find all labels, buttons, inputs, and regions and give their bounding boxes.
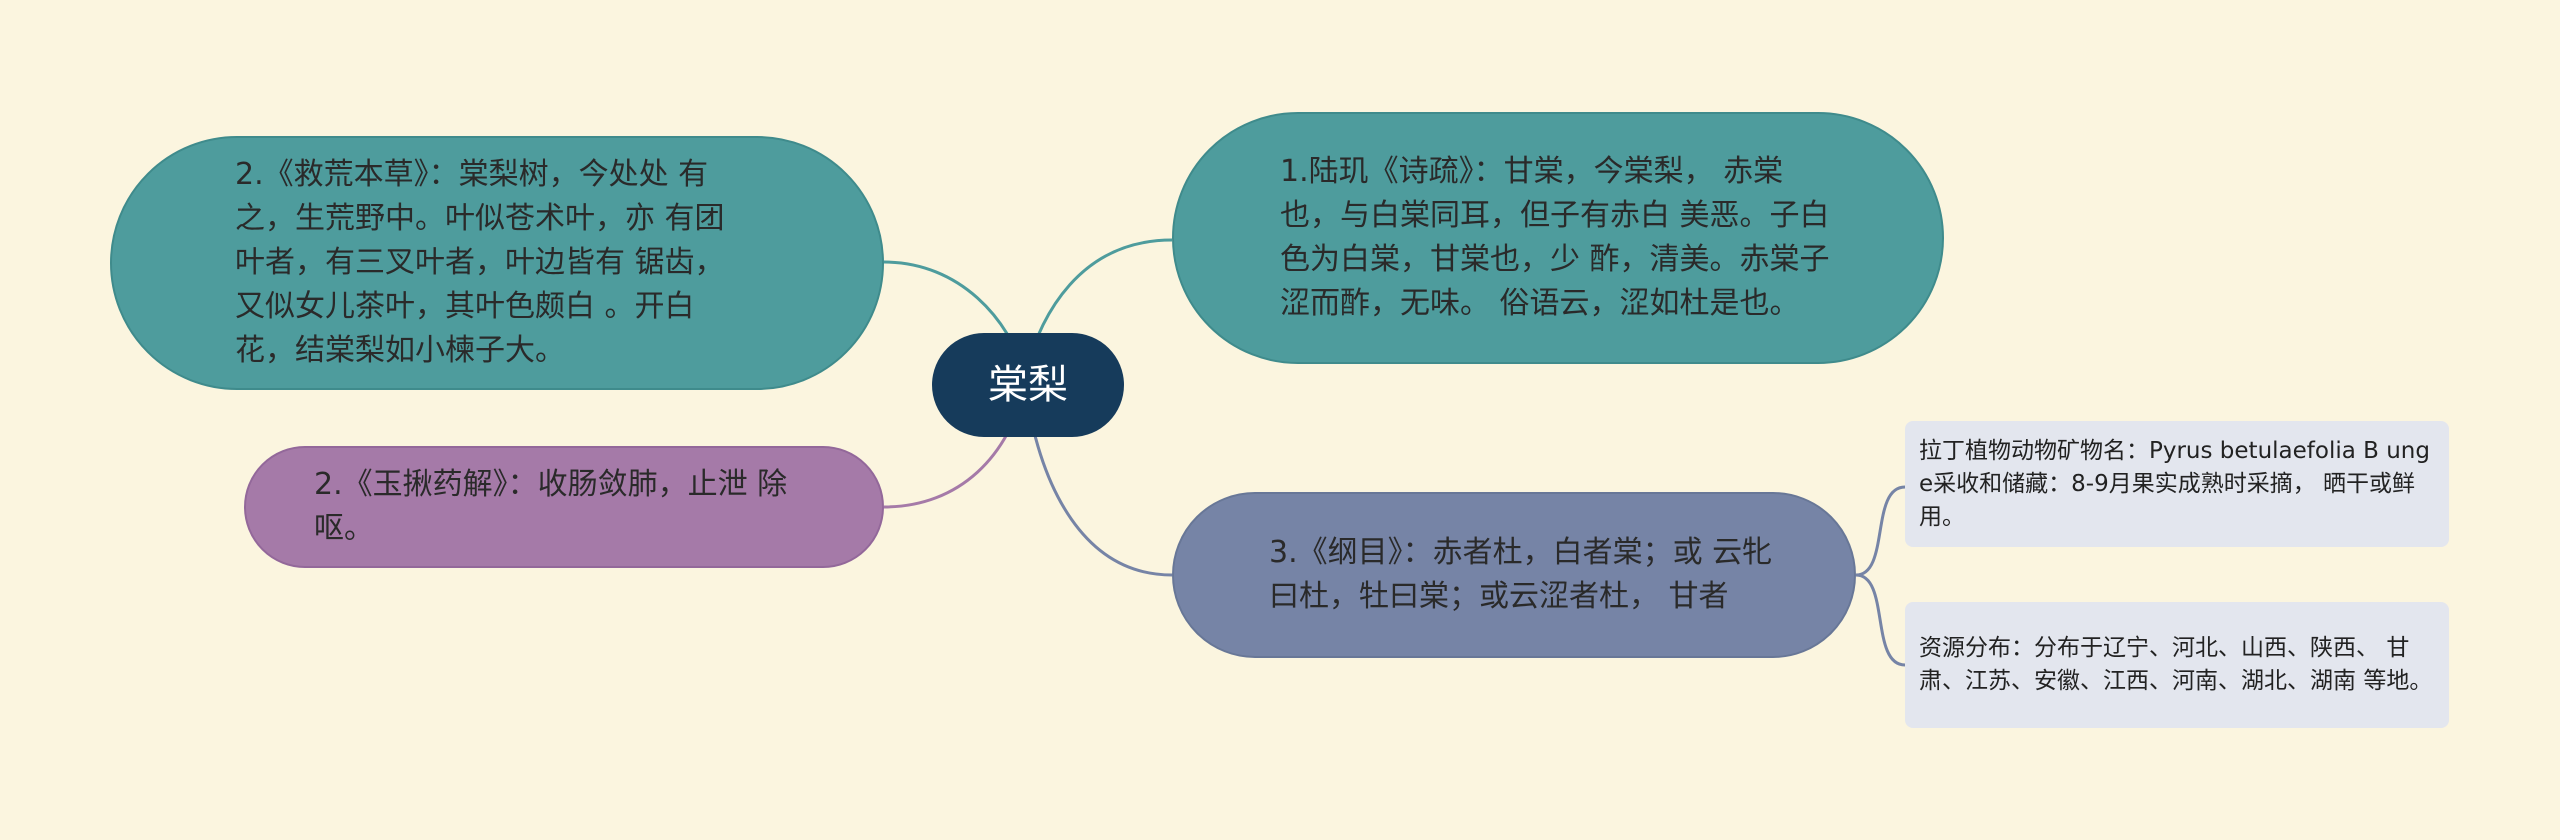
text-line: 赤棠也，与白棠同耳，但子有赤白 [1280, 154, 1784, 233]
text-line: 甘者 [1668, 579, 1729, 614]
text-line: 资源分布：分布于辽宁、河北、山西、陕西、 [1919, 635, 2379, 661]
text-line: 俗语云，涩如杜是也。 [1499, 286, 1800, 321]
branch-lu-ji[interactable]: 1.陆玑《诗疏》：甘棠，今棠梨， 赤棠也，与白棠同耳，但子有赤白 美恶。子白色为… [1172, 112, 1944, 364]
text-line: 拉丁植物动物矿物名：Pyrus betulaefolia B [1919, 437, 2379, 464]
text-line: 2.《玉揪药解》：收肠敛肺，止泄 [314, 467, 748, 502]
branch-yu-qiu[interactable]: 2.《玉揪药解》：收肠敛肺，止泄 除呕。 [244, 446, 884, 568]
leaf-latin-name[interactable]: 拉丁植物动物矿物名：Pyrus betulaefolia B unge采收和储藏… [1905, 421, 2449, 547]
branch-yu-qiu-text: 2.《玉揪药解》：收肠敛肺，止泄 除呕。 [314, 463, 824, 551]
link-gang-mu-to-latin [1855, 485, 1906, 577]
text-line: 等地。 [2363, 668, 2433, 694]
branch-jiu-huang[interactable]: 2.《救荒本草》：棠梨树，今处处 有之，生荒野中。叶似苍术叶，亦 有团叶者，有三… [110, 136, 884, 390]
branch-jiu-huang-text: 2.《救荒本草》：棠梨树，今处处 有之，生荒野中。叶似苍术叶，亦 有团叶者，有三… [235, 153, 743, 373]
text-line: unge采收和储藏：8-9月果实成熟时采摘， [1919, 437, 2430, 497]
text-line: 有团叶者，有三叉叶者，叶边皆有 [235, 201, 725, 280]
text-line: 云牝曰杜，牡曰棠；或云涩者杜， [1269, 535, 1773, 614]
text-line: 除呕。 [314, 467, 788, 546]
branch-gang-mu[interactable]: 3.《纲目》：赤者杜，白者棠；或 云牝曰杜，牡曰棠；或云涩者杜， 甘者 [1172, 492, 1856, 658]
text-line: 2.《救荒本草》：棠梨树，今处处 [235, 157, 669, 192]
link-gang-mu-to-distribution [1855, 573, 1906, 667]
text-line: 1.陆玑《诗疏》：甘棠，今棠梨， [1280, 154, 1714, 189]
leaf-latin-name-text: 拉丁植物动物矿物名：Pyrus betulaefolia B unge采收和储藏… [1919, 435, 2435, 534]
root-node[interactable]: 棠梨 [932, 333, 1124, 437]
root-label: 棠梨 [988, 362, 1068, 408]
text-line: 甘肃、江苏、安徽、江西、河南、湖北、湖南 [1919, 635, 2410, 694]
text-line: 有之，生荒野中。叶似苍术叶，亦 [235, 157, 709, 236]
text-line: 锯齿，又似女儿茶叶，其叶色颇白 [235, 245, 725, 324]
text-line: 晒干或鲜用。 [1919, 470, 2416, 530]
text-line: 酢，清美。赤棠子涩而酢，无味。 [1280, 242, 1830, 321]
leaf-distribution[interactable]: 资源分布：分布于辽宁、河北、山西、陕西、 甘肃、江苏、安徽、江西、河南、湖北、湖… [1905, 602, 2449, 728]
branch-gang-mu-text: 3.《纲目》：赤者杜，白者棠；或 云牝曰杜，牡曰棠；或云涩者杜， 甘者 [1269, 531, 1789, 619]
branch-lu-ji-text: 1.陆玑《诗疏》：甘棠，今棠梨， 赤棠也，与白棠同耳，但子有赤白 美恶。子白色为… [1280, 150, 1840, 326]
leaf-distribution-text: 资源分布：分布于辽宁、河北、山西、陕西、 甘肃、江苏、安徽、江西、河南、湖北、湖… [1919, 632, 2435, 698]
text-line: 美恶。子白色为白棠，甘棠也，少 [1280, 198, 1830, 277]
text-line: 3.《纲目》：赤者杜，白者棠；或 [1269, 535, 1703, 570]
text-line: 。开白花，结棠梨如小楝子大。 [235, 289, 695, 368]
